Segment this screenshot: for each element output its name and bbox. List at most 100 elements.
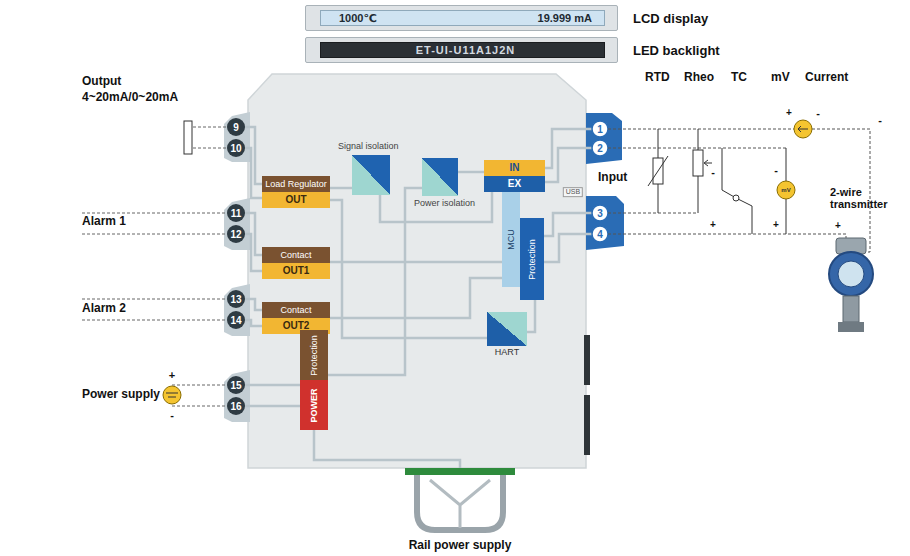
vertical-module-box: Protection (520, 218, 544, 300)
power-source-symbol (166, 393, 178, 397)
module-name: Protection (528, 239, 537, 280)
polarity-sign: - (816, 107, 820, 119)
isolation-block: Signal isolation (352, 155, 390, 195)
module-name: Load Regulator (265, 180, 327, 189)
signal-connector (330, 261, 502, 264)
signal-connector (527, 300, 535, 332)
side-rib (584, 395, 590, 455)
box-footer: OUT1 (262, 263, 330, 279)
wire (82, 234, 226, 235)
wire (544, 234, 592, 262)
polarity-sign: - (170, 409, 174, 421)
signal-connector (330, 187, 352, 190)
housing (248, 74, 586, 468)
rail-clip (417, 475, 503, 530)
signal-connector (380, 192, 492, 222)
polarity-sign: - (878, 114, 882, 126)
resistor-symbol (184, 121, 192, 154)
power-source-symbol (163, 386, 181, 404)
transmitter-illustration (829, 238, 873, 332)
box-header: Contact (262, 247, 330, 263)
wire (244, 320, 262, 326)
rheostat-symbol (693, 150, 703, 176)
text-label: mV (781, 187, 790, 194)
polarity-sign: + (773, 219, 779, 230)
wire (172, 385, 226, 386)
module-name: HART (495, 348, 519, 358)
channel-name: IN (510, 163, 520, 173)
terminal (592, 121, 608, 137)
text-label: mV (771, 71, 790, 84)
isolation-block: Power isolation (422, 158, 458, 196)
terminal-number: 2 (597, 143, 603, 154)
wire (244, 148, 262, 198)
wire (244, 234, 262, 271)
mv-source-symbol (777, 181, 795, 199)
terminal-block (586, 196, 624, 250)
display-heading: LCD display (633, 11, 708, 26)
wire (608, 148, 786, 149)
power-module-box: ProtectionPOWER (300, 330, 328, 430)
hart-symbol (487, 312, 527, 346)
box-footer: EX (484, 176, 545, 192)
wire (188, 127, 226, 128)
vertical-module-box: MCU (502, 192, 520, 287)
led-backlight-bar: ET-UI-U11A1J2NLED backlight (305, 37, 618, 63)
rail-bus-pcb (405, 468, 515, 475)
module-name: Contact (280, 306, 311, 315)
wire (545, 148, 592, 182)
wire (608, 213, 698, 214)
terminal-number: 9 (233, 122, 239, 133)
thermocouple-symbol (736, 198, 752, 234)
external-wires (82, 127, 226, 406)
text-label: Rail power supply (409, 539, 512, 552)
terminal (227, 139, 245, 157)
text-label: RTD (645, 71, 670, 84)
terminal-number: 3 (597, 208, 603, 219)
wire (314, 430, 460, 468)
terminals-left (227, 118, 245, 415)
text-label: Input (598, 171, 627, 184)
wire (172, 406, 226, 407)
polarity-sign: - (711, 166, 715, 178)
thermocouple-symbol (722, 148, 736, 198)
module-name: POWER (310, 388, 319, 422)
wire (82, 213, 226, 214)
terminal (592, 140, 608, 156)
lcd-display-bar: 1000℃19.999 mALCD display (305, 5, 618, 31)
text-label: Alarm 2 (82, 302, 126, 315)
model-code: ET-UI-U11A1J2N (416, 44, 516, 56)
terminal (227, 376, 245, 394)
display-reading: 19.999 mA (538, 12, 592, 24)
transmitter-display (838, 261, 864, 287)
terminal-number: 14 (230, 315, 241, 326)
wire (188, 148, 226, 149)
terminal-block (586, 113, 622, 164)
signal-connector (330, 200, 487, 338)
display-screen: ET-UI-U11A1J2N (320, 42, 605, 58)
terminal (592, 205, 608, 221)
terminal-block (224, 370, 250, 422)
polarity-sign: + (710, 219, 716, 230)
isolation-label: Signal isolation (338, 142, 399, 152)
thermocouple-junction (733, 195, 739, 201)
module-name: Contact (280, 251, 311, 260)
internal-wires (244, 127, 592, 468)
wire (244, 299, 262, 310)
input-module-box: IN EX (484, 160, 545, 192)
terminal (227, 204, 245, 222)
text-label: Power supply (82, 388, 160, 401)
output-module-box: Load RegulatorOUT (262, 176, 330, 208)
text-label: Output (82, 75, 121, 88)
box-header: Protection (300, 330, 328, 380)
input-sensors (648, 120, 812, 234)
display-screen: 1000℃19.999 mA (320, 10, 605, 26)
text-label: Rheo (684, 71, 714, 84)
channel-name: EX (508, 179, 521, 189)
signal-connector (458, 171, 484, 174)
wire (244, 405, 300, 408)
text-label: TC (731, 71, 747, 84)
transmitter-nut (838, 322, 864, 332)
text-label: Alarm 1 (82, 215, 126, 228)
